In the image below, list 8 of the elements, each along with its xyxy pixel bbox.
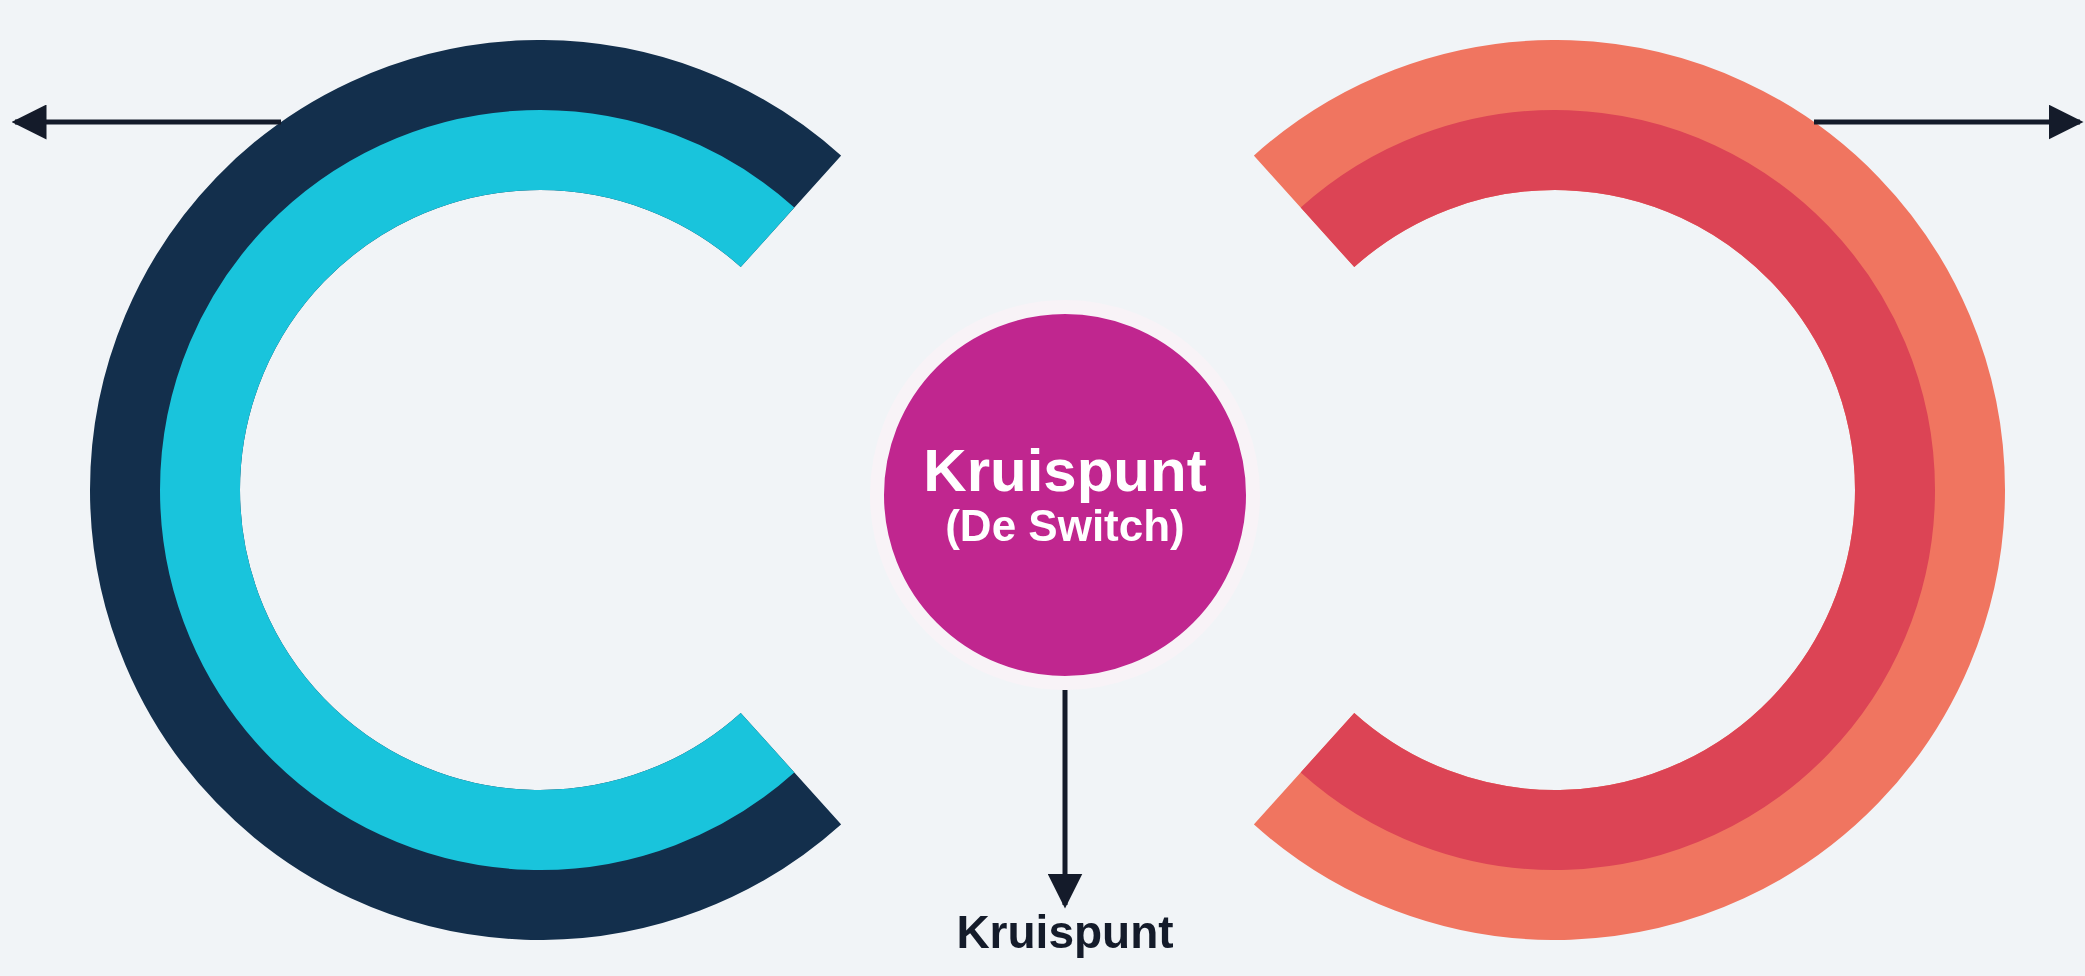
arrow xyxy=(11,104,281,140)
loop-ring xyxy=(90,40,841,940)
node-label: Kruispunt xyxy=(956,905,1174,960)
arrow xyxy=(1047,690,1083,909)
circle-title: Kruispunt xyxy=(923,439,1207,503)
circle-subtitle: (De Switch) xyxy=(945,502,1185,551)
loop-ring xyxy=(1254,40,2005,940)
arrow xyxy=(1814,104,2084,140)
